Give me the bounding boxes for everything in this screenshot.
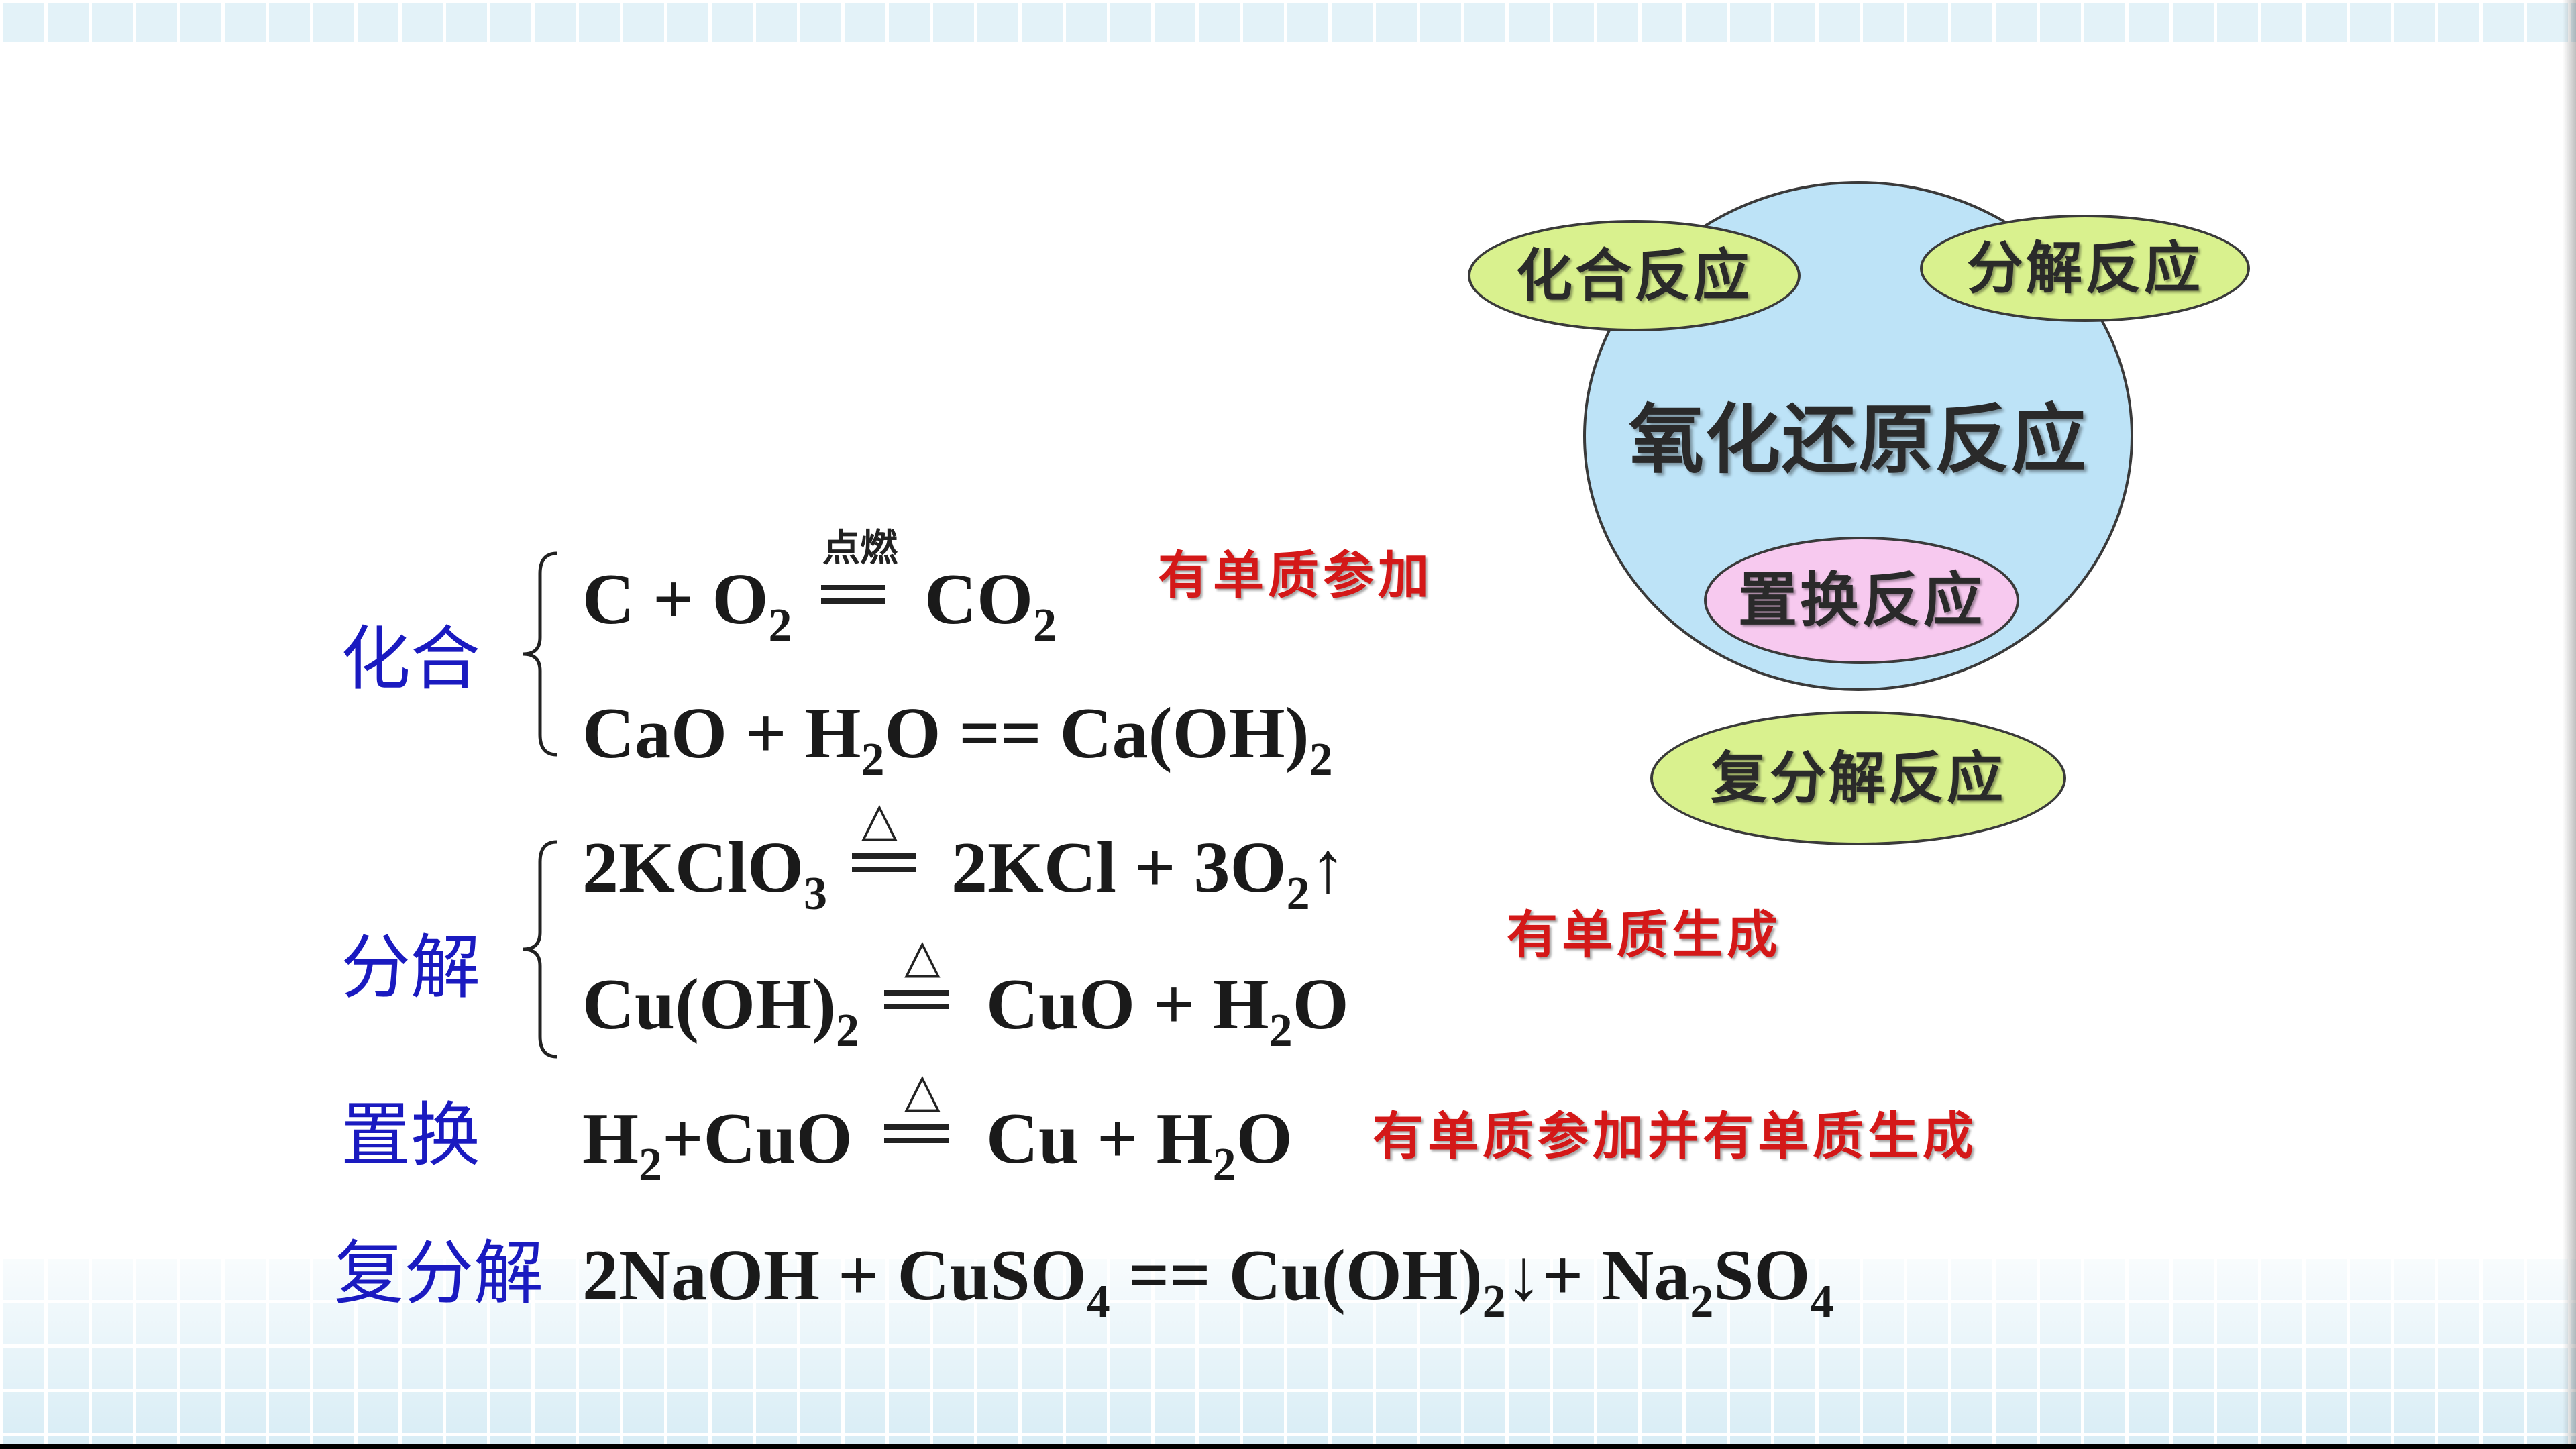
equals-sign: [852, 853, 916, 876]
double-decomposition-ellipse: 复分解反应: [1650, 711, 2066, 845]
displacement-ellipse: 置换反应: [1704, 537, 2019, 664]
equation-decomposition-1: 2KClO3: [582, 828, 828, 920]
equals-sign: [821, 585, 885, 608]
label-decomposition: 分解: [341, 926, 481, 1008]
brace-combination: [523, 551, 557, 757]
equation-displacement-product: Cu + H2O: [986, 1099, 1293, 1191]
equation-double-decomposition: 2NaOH + CuSO4 == Cu(OH)2↓+ Na2SO4: [582, 1236, 1834, 1328]
equals-sign: [884, 1124, 949, 1147]
bottom-border: [0, 1444, 2576, 1449]
brace-decomposition: [523, 840, 557, 1059]
condition-ignite: 点燃: [822, 527, 898, 570]
equation-decomposition-2: Cu(OH)2: [582, 965, 859, 1057]
condition-heat: △: [904, 1063, 941, 1118]
equation-decomposition-1-product: 2KCl + 3O2↑: [951, 828, 1346, 920]
equation-combination-1: C + O2: [582, 559, 792, 651]
redox-label: 氧化还原反应: [1629, 396, 2088, 484]
condition-heat: △: [904, 928, 941, 983]
label-combination: 化合: [341, 618, 481, 700]
footer-grid-band: [0, 1256, 2576, 1449]
label-displacement: 置换: [341, 1094, 481, 1176]
decomposition-ellipse: 分解反应: [1920, 215, 2250, 322]
note-displacement: 有单质参加并有单质生成: [1373, 1106, 1978, 1166]
equals-sign: [884, 990, 949, 1013]
equation-displacement: H2+CuO: [582, 1099, 853, 1191]
combination-ellipse: 化合反应: [1468, 220, 1801, 331]
label-double-decomposition: 复分解: [334, 1232, 544, 1314]
slide-edge-shadow: [2563, 0, 2576, 1449]
equation-combination-2: CaO + H2O == Ca(OH)2: [582, 694, 1333, 786]
note-combination: 有单质参加: [1158, 545, 1433, 605]
header-grid-band: [0, 0, 2576, 42]
equation-combination-1-product: CO2: [924, 559, 1057, 651]
condition-heat: △: [861, 792, 898, 847]
equation-decomposition-2-product: CuO + H2O: [986, 965, 1349, 1057]
note-decomposition: 有单质生成: [1507, 905, 1782, 965]
